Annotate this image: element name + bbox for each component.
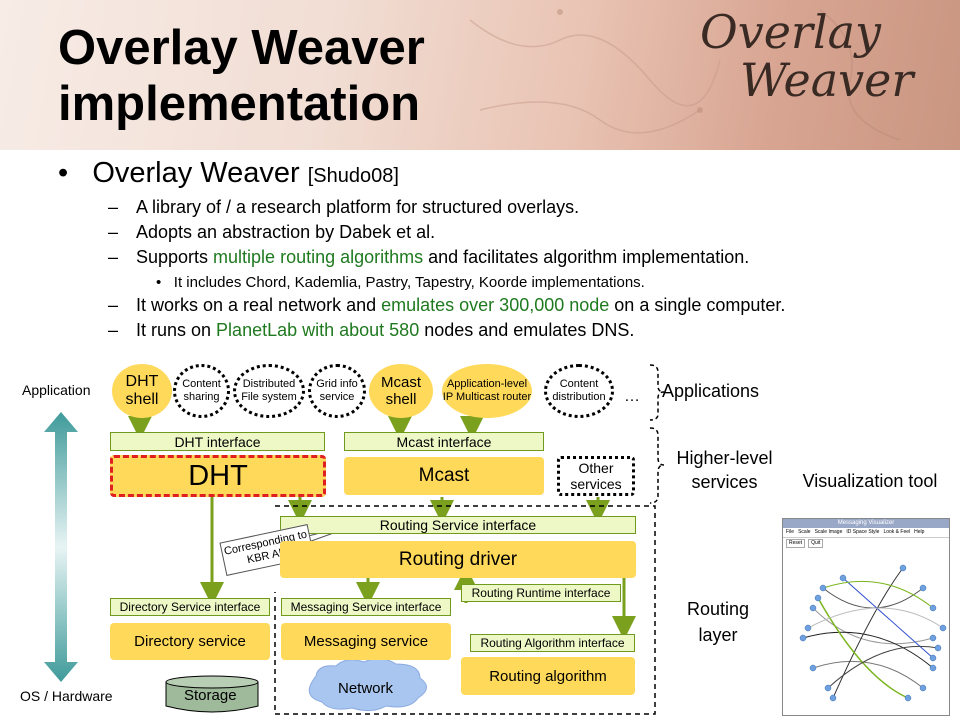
visualizer-window: Messaging Visualizer File Scale Scale Im… [782, 518, 950, 716]
sub-bullet-text: It runs on [136, 320, 217, 340]
highlight-text: emulates over 300,000 node [381, 295, 610, 315]
menu-look-feel[interactable]: Look & Feel [883, 529, 911, 535]
network-cloud [308, 658, 427, 712]
grid-info-app: Grid info service [308, 364, 366, 418]
bullet-main-text: Overlay Weaver [92, 157, 308, 189]
axis-bottom-label: OS / Hardware [20, 688, 113, 704]
map-texture [469, 9, 901, 141]
sub-bullet-text: nodes and emulates DNS. [419, 320, 635, 340]
vertical-axis-arrow [44, 412, 78, 682]
routing-layer-region [274, 505, 656, 715]
menu-scale-image[interactable]: Scale Image [814, 529, 843, 535]
slide-title: Overlay Weaver implementation [58, 20, 425, 132]
visualizer-menu: File Scale Scale Image ID Space Style Lo… [783, 528, 949, 538]
sub-bullet-text: Adopts an abstraction by Dabek et al. [136, 222, 436, 242]
storage-cylinder [165, 675, 259, 713]
logo-line-1: Overlay [700, 5, 882, 59]
sub-bullet-text: on a single computer. [609, 295, 786, 315]
sub-sub-bullet: • It includes Chord, Kademlia, Pastry, T… [156, 274, 645, 291]
dash: – [108, 320, 119, 340]
directory-service-interface: Directory Service interface [110, 598, 270, 616]
more-apps-ellipsis: … [624, 388, 640, 405]
mcast-interface: Mcast interface [344, 432, 544, 451]
menu-scale[interactable]: Scale [798, 529, 811, 535]
dht-interface: DHT interface [110, 432, 325, 451]
quit-button[interactable]: Quit [808, 539, 824, 548]
bullet-reference: [Shudo08] [307, 165, 399, 187]
highlight-text: PlanetLab with about 580 [216, 320, 420, 340]
menu-help[interactable]: Help [914, 529, 925, 535]
messaging-service: Messaging service [281, 623, 451, 660]
ip-multicast-router: Application-level IP Multicast router [442, 364, 532, 418]
bullet-marker: • [58, 157, 69, 189]
visualizer-titlebar: Messaging Visualizer [783, 519, 949, 528]
visualizer-canvas [799, 564, 947, 702]
visualizer-toolbar: Reset Quit [783, 538, 949, 548]
visualization-label: Visualization tool [802, 471, 938, 491]
applications-label: Applications [662, 381, 760, 401]
mcast-shell: Mcast shell [369, 364, 433, 418]
content-sharing-app: Content sharing [173, 364, 230, 418]
directory-service: Directory service [110, 623, 270, 660]
reset-button[interactable]: Reset [786, 539, 806, 548]
dash: – [108, 295, 119, 315]
dht-shell: DHT shell [112, 364, 172, 418]
sub-bullet-5: –It runs on PlanetLab with about 580 nod… [108, 320, 634, 341]
title-line-1: Overlay Weaver [58, 21, 425, 75]
dash: – [108, 247, 119, 267]
main-bullet: • Overlay Weaver [Shudo08] [58, 157, 399, 190]
mcast-box: Mcast [344, 457, 544, 495]
higher-level-brace [649, 427, 665, 504]
highlight-text: multiple routing algorithms [213, 247, 424, 267]
higher-level-label: Higher-level services [676, 448, 773, 492]
dash: – [108, 222, 119, 242]
network-label: Network [338, 680, 394, 697]
routing-driver: Routing driver [280, 541, 636, 578]
sub-bullet-text: A library of / a research platform for s… [136, 197, 580, 217]
sub-bullet-3: –Supports multiple routing algorithms an… [108, 247, 749, 268]
content-distribution-app: Content distribution [544, 364, 614, 418]
menu-file[interactable]: File [786, 529, 795, 535]
axis-top-label: Application [22, 382, 91, 398]
distributed-fs-app: Distributed File system [233, 364, 305, 418]
storage-label: Storage [184, 687, 237, 704]
messaging-service-interface: Messaging Service interface [281, 598, 451, 616]
dash: – [108, 197, 119, 217]
sub-bullet-text: Supports [136, 247, 214, 267]
sub-bullet-text: and facilitates algorithm implementation… [423, 247, 750, 267]
sub-bullet-text: It works on a real network and [136, 295, 382, 315]
sub-sub-bullet-text: It includes Chord, Kademlia, Pastry, Tap… [173, 274, 645, 291]
header-banner [0, 0, 960, 150]
applications-brace [649, 364, 665, 421]
overlay-weaver-logo: Overlay Weaver [700, 8, 913, 104]
logo-line-2: Weaver [740, 53, 914, 107]
title-line-2: implementation [58, 77, 421, 131]
routing-service-interface: Routing Service interface [280, 516, 636, 534]
bullet-marker: • [156, 274, 162, 291]
routing-runtime-interface: Routing Runtime interface [461, 584, 621, 602]
routing-algorithm: Routing algorithm [461, 657, 635, 695]
menu-id-space[interactable]: ID Space Style [846, 529, 880, 535]
sub-bullet-4: –It works on a real network and emulates… [108, 295, 785, 316]
routing-algorithm-interface: Routing Algorithm interface [470, 634, 635, 652]
other-services-box: Other services [557, 456, 635, 496]
dht-box: DHT [110, 455, 326, 497]
routing-layer-label: Routing layer [686, 599, 750, 645]
sub-bullet-2: –Adopts an abstraction by Dabek et al. [108, 222, 435, 243]
sub-bullet-1: –A library of / a research platform for … [108, 197, 579, 218]
